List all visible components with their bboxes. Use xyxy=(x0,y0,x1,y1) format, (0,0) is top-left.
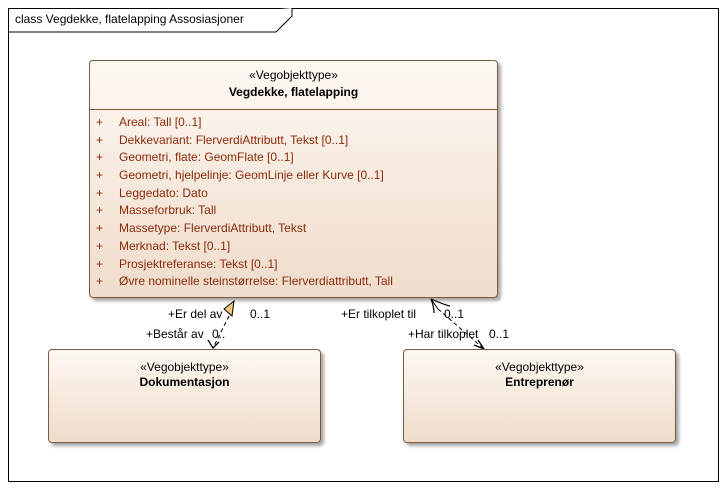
ent-source-arrow xyxy=(430,298,451,307)
doc-arrowhead xyxy=(207,339,220,350)
frame-title: class Vegdekke, flatelapping Assosiasjon… xyxy=(15,12,244,26)
doc-source-role: +Er del av xyxy=(168,307,223,321)
attribute-list: +Areal: Tall [0..1] +Dekkevariant: Flerv… xyxy=(90,114,497,291)
frame-tab-shape xyxy=(8,8,293,33)
attribute-row[interactable]: +Areal: Tall [0..1] xyxy=(96,115,202,129)
diagram-frame xyxy=(8,8,719,482)
ent-association-line[interactable] xyxy=(437,308,485,350)
attribute-row[interactable]: +Øvre nominelle steinstørrelse: Flerverd… xyxy=(96,274,393,289)
class-entreprenor[interactable]: «Vegobjekttype» Entreprenør xyxy=(403,349,676,443)
ent-target-multiplicity: 0..1 xyxy=(489,327,510,341)
attribute-row[interactable]: +Merknad: Tekst [0..1] xyxy=(96,238,231,253)
attribute-row[interactable]: +Geometri, hjelpelinje: GeomLinje eller … xyxy=(96,168,384,183)
class-dokumentasjon[interactable]: «Vegobjekttype» Dokumentasjon xyxy=(48,349,321,443)
class-name: Dokumentasjon xyxy=(139,375,230,389)
attribute-row[interactable]: +Geometri, flate: GeomFlate [0..1] xyxy=(96,150,294,165)
aggregation-diamond xyxy=(223,299,235,317)
doc-target-multiplicity: 0.. xyxy=(212,327,226,341)
attribute-row[interactable]: +Dekkevariant: FlerverdiAttributt, Tekst… xyxy=(96,132,349,147)
ent-source-arrow-2 xyxy=(430,298,435,314)
class-vegdekke-flatelapping[interactable]: «Vegobjekttype» Vegdekke, flatelapping +… xyxy=(89,60,498,298)
ent-source-role: +Er tilkoplet til xyxy=(341,307,417,321)
class-stereotype: «Vegobjekttype» xyxy=(140,360,229,374)
class-stereotype: «Vegobjekttype» xyxy=(249,68,338,82)
doc-association-line[interactable] xyxy=(212,315,230,349)
attribute-row[interactable]: +Prosjektreferanse: Tekst [0..1] xyxy=(96,256,278,271)
doc-source-multiplicity: 0..1 xyxy=(250,307,271,321)
class-name: Vegdekke, flatelapping xyxy=(228,85,359,99)
attribute-row[interactable]: +Leggedato: Dato xyxy=(96,185,208,200)
class-name: Entreprenør xyxy=(505,375,574,389)
class-stereotype: «Vegobjekttype» xyxy=(495,360,584,374)
doc-target-role: +Består av xyxy=(146,327,204,341)
attribute-row[interactable]: +Massetype: FlerverdiAttributt, Tekst xyxy=(96,221,307,236)
attribute-row[interactable]: +Masseforbruk: Tall xyxy=(96,203,217,218)
ent-target-role: +Har tilkoplet xyxy=(408,327,479,341)
class-divider xyxy=(90,109,497,110)
ent-source-multiplicity: 0..1 xyxy=(444,307,465,321)
